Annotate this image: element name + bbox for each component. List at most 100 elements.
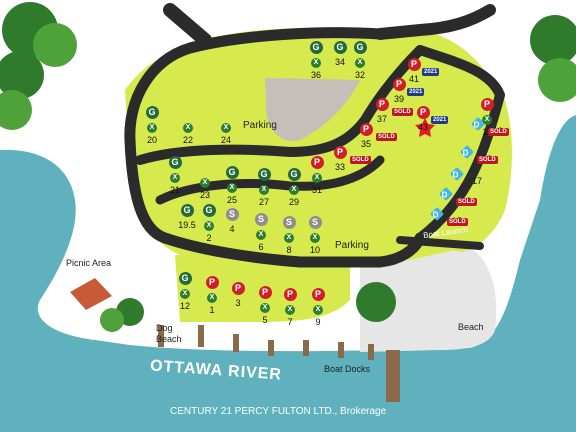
lot-marker-x-icon: X — [313, 305, 323, 315]
lot-marker-g-icon: G — [287, 167, 301, 181]
lot-number: 33 — [334, 162, 345, 172]
lot-marker-x-icon: X — [170, 173, 180, 183]
lot-marker-x-icon: X — [355, 58, 365, 68]
docks — [158, 325, 400, 402]
lot-marker-g-icon: G — [168, 155, 182, 169]
lot-number: 36 — [310, 70, 321, 80]
lot-number: 5 — [262, 315, 268, 325]
lot-number: 31 — [311, 185, 322, 195]
lot-marker-x-icon: X — [204, 221, 214, 231]
lot-marker-x-icon: X — [260, 303, 270, 313]
lot-marker-x-icon: X — [312, 173, 322, 183]
roads — [124, 3, 505, 268]
lot-marker-g-icon: G — [202, 203, 216, 217]
lot-marker-x-icon: X — [221, 123, 231, 133]
lot-marker-g-icon: G — [333, 40, 347, 54]
lot-number: 25 — [226, 195, 237, 205]
lot-number: 22 — [182, 135, 193, 145]
road-middle — [135, 45, 425, 165]
lot-marker-p-icon: P — [359, 122, 373, 136]
lot-marker-x-icon: X — [227, 183, 237, 193]
lot-number: 11 — [482, 127, 492, 137]
lot-star-icon — [415, 118, 435, 137]
sold-tag: SOLD — [447, 218, 468, 226]
lot-number: 21 — [169, 185, 180, 195]
lot-number: 2 — [206, 233, 212, 243]
sold-tag: SOLD — [456, 198, 477, 206]
label-parking-north: Parking — [243, 120, 277, 131]
lot-marker-p-icon: P — [392, 77, 406, 91]
lot-number: 37 — [376, 114, 387, 124]
river-water — [0, 115, 576, 432]
label-brokerage: CENTURY 21 PERCY FULTON LTD., Brokerage — [170, 406, 387, 417]
sold-tag: SOLD — [376, 133, 397, 141]
picnic-shelter — [70, 278, 112, 310]
lot-marker-s-icon: S — [254, 212, 268, 226]
lot-marker-s-icon: S — [225, 207, 239, 221]
year-tag: 2021 — [431, 116, 449, 124]
lot-number: 4 — [229, 224, 235, 234]
lot-marker-g-icon: G — [257, 167, 271, 181]
lot-number: 24 — [220, 135, 231, 145]
lot-marker-x-icon: X — [311, 58, 321, 68]
lot-marker-x-icon: X — [482, 115, 492, 125]
lot-marker-x-icon: X — [180, 289, 190, 299]
gravel-area — [265, 78, 360, 141]
lot-number: 9 — [315, 317, 321, 327]
lot-number: 12 — [179, 301, 190, 311]
label-parking-south: Parking — [335, 240, 369, 251]
lot-marker-x-icon: X — [256, 230, 266, 240]
lot-marker-x-icon: X — [289, 185, 299, 195]
lot-marker-p-icon: P — [205, 275, 219, 289]
lot-number: 32 — [354, 70, 365, 80]
lot-marker-x-icon: X — [183, 123, 193, 133]
lot-marker-s-icon: S — [282, 215, 296, 229]
lot-number: 7 — [287, 317, 293, 327]
lot-number: 10 — [309, 245, 320, 255]
lot-marker-x-icon: X — [200, 178, 210, 188]
road-north-loop — [124, 27, 386, 146]
lot-marker-p-icon: P — [480, 97, 494, 111]
lot-marker-x-icon: X — [207, 293, 217, 303]
lot-marker-p-icon: P — [407, 57, 421, 71]
lot-number: 8 — [286, 245, 292, 255]
lot-number: 41 — [408, 74, 419, 84]
beach-sand — [360, 248, 497, 352]
sold-tag: SOLD — [392, 108, 413, 116]
lot-number: 1 — [209, 305, 215, 315]
lot-marker-x-icon: X — [147, 123, 157, 133]
label-dog-beach: Dog Beach — [156, 323, 182, 344]
road-boat-launch — [396, 236, 484, 250]
lot-number: 35 — [360, 139, 371, 149]
trees — [0, 2, 576, 332]
sold-tag: SOLD — [477, 156, 498, 164]
lot-marker-p-icon: P — [310, 155, 324, 169]
lot-marker-x-icon: X — [284, 233, 294, 243]
lot-marker-s-icon: S — [308, 215, 322, 229]
lot-number: 3 — [235, 298, 241, 308]
lot-number: 39 — [393, 94, 404, 104]
road-west-loop — [124, 134, 426, 268]
lot-marker-p-icon: P — [416, 105, 430, 119]
lot-marker-p-icon: P — [258, 285, 272, 299]
lot-number: 19.5 — [178, 220, 196, 230]
label-boat-docks: Boat Docks — [324, 364, 371, 374]
lot-number: 43 — [417, 122, 428, 132]
lot-number: 20 — [146, 135, 157, 145]
lot-number: 23 — [199, 190, 210, 200]
lot-number: 29 — [288, 197, 299, 207]
lot-marker-x-icon: X — [285, 305, 295, 315]
lot-number: 34 — [334, 57, 345, 67]
road-east — [415, 45, 505, 243]
lot-marker-g-icon: G — [178, 271, 192, 285]
sold-tag: SOLD — [350, 156, 371, 164]
lot-number: 6 — [258, 242, 264, 252]
road-north-entry-east — [374, 4, 496, 40]
lot-marker-g-icon: G — [145, 105, 159, 119]
sold-tag: SOLD — [488, 128, 509, 136]
year-tag: 2021 — [407, 88, 425, 96]
year-tag: 2021 — [422, 68, 440, 76]
lot-marker-x-icon: X — [310, 233, 320, 243]
lot-marker-x-icon: X — [259, 185, 269, 195]
